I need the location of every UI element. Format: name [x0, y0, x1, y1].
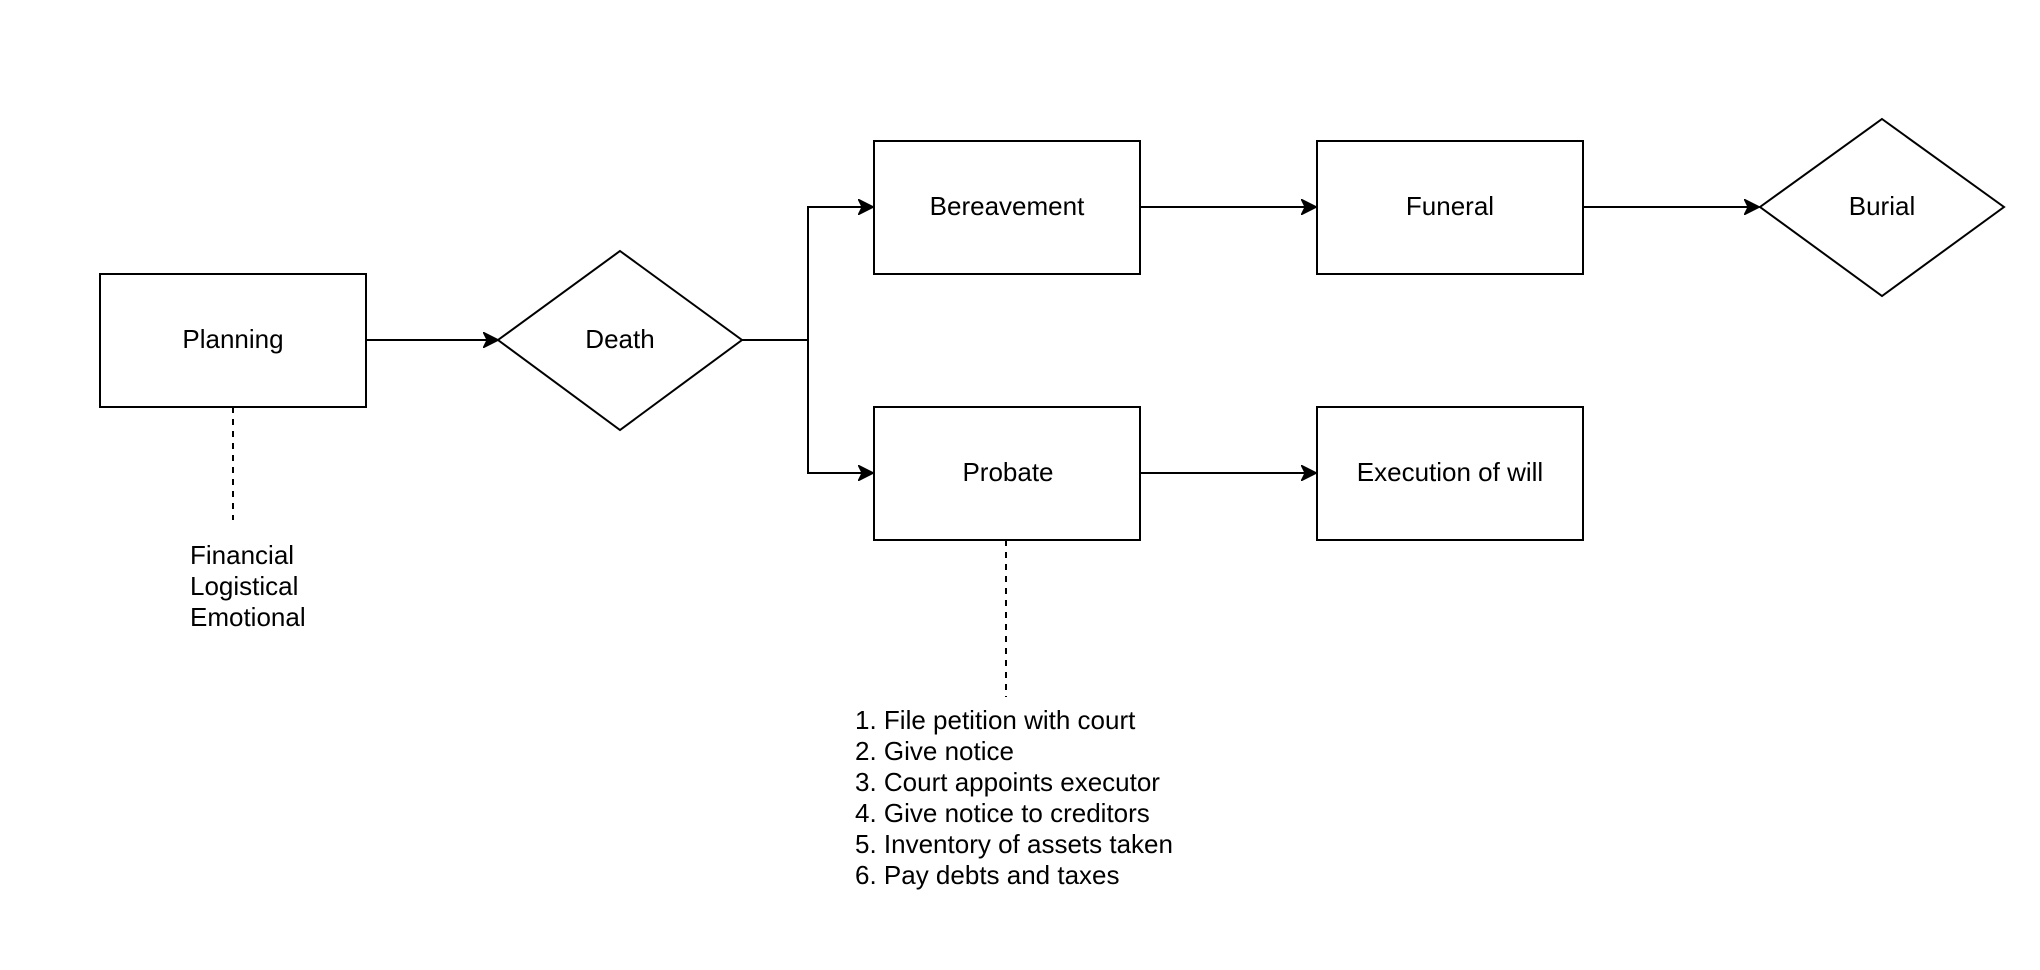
note-probate-line: 6. Pay debts and taxes — [855, 860, 1120, 890]
note-probate-line: 4. Give notice to creditors — [855, 798, 1150, 828]
note-probate-line: 5. Inventory of assets taken — [855, 829, 1173, 859]
node-death[interactable]: Death — [496, 249, 744, 432]
node-funeral[interactable]: Funeral — [1316, 140, 1584, 275]
node-death-label: Death — [585, 324, 654, 354]
note-planning: Financial Logistical Emotional — [190, 540, 306, 632]
node-burial[interactable]: Burial — [1758, 117, 2006, 298]
note-probate-line: 3. Court appoints executor — [855, 767, 1160, 797]
note-probate-line: 1. File petition with court — [855, 705, 1136, 735]
node-burial-label: Burial — [1849, 191, 1915, 221]
node-probate[interactable]: Probate — [873, 406, 1141, 541]
edge-death-probate — [742, 339, 873, 473]
note-probate: 1. File petition with court 2. Give noti… — [855, 705, 1173, 890]
note-planning-line: Emotional — [190, 602, 306, 632]
node-bereavement-label: Bereavement — [930, 191, 1085, 221]
node-probate-label: Probate — [962, 457, 1053, 487]
note-probate-line: 2. Give notice — [855, 736, 1014, 766]
note-planning-line: Financial — [190, 540, 294, 570]
note-planning-line: Logistical — [190, 571, 298, 601]
node-planning[interactable]: Planning — [99, 273, 367, 408]
node-planning-label: Planning — [182, 324, 283, 354]
edge-death-bereavement — [742, 207, 873, 341]
node-execution-of-will[interactable]: Execution of will — [1316, 406, 1584, 541]
node-funeral-label: Funeral — [1406, 191, 1494, 221]
node-bereavement[interactable]: Bereavement — [873, 140, 1141, 275]
node-execution-of-will-label: Execution of will — [1357, 457, 1543, 487]
